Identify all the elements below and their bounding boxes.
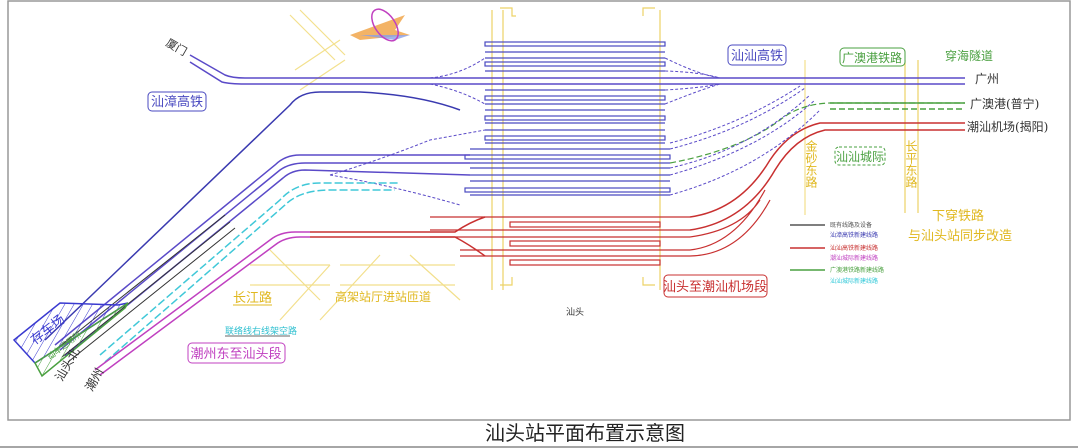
road-changping-east: 长平东路 <box>904 140 918 189</box>
destination-labels: 厦门 广州 广澳港(普宁) 潮汕机场(揭阳) 汕头北 潮州 汕头 <box>52 35 1048 393</box>
track-lines <box>44 54 965 376</box>
road-ramp: 高架站厅进站匝道 <box>335 289 431 304</box>
dest-chaozhou: 潮州 <box>82 365 107 393</box>
label-shanshan-intercity: 汕汕城际 <box>836 150 884 164</box>
road-jinsha-east: 金砂东路 <box>804 139 818 189</box>
label-chaozhou-shantou: 潮州东至汕头段 <box>190 347 281 362</box>
dest-guangaogang: 广澳港(普宁) <box>970 96 1039 111</box>
legend-item: 既有线路及设备 <box>830 221 872 229</box>
station-tracks <box>430 41 690 266</box>
dest-airport: 潮汕机场(揭阳) <box>967 119 1048 134</box>
underpass-line2: 与汕头站同步改造 <box>908 229 1012 244</box>
road-changjiang: 长江路 <box>233 290 272 306</box>
label-guangaogang: 广澳港铁路 <box>842 50 902 65</box>
storage-yard: 存车场 动车运用所 <box>12 302 129 378</box>
legend-item: 汕汕高铁新建线路 <box>830 244 878 252</box>
station-name: 汕头 <box>566 307 584 318</box>
legend-item: 汕漳高铁新建线路 <box>830 231 878 239</box>
railway-logo <box>350 8 410 42</box>
label-shantou-airport: 汕头至潮汕机场段 <box>663 280 767 295</box>
label-shanshan: 汕汕高铁 <box>731 48 783 64</box>
legend-item: 广澳港铁路新建线路 <box>830 266 884 274</box>
dest-xiamen: 厦门 <box>164 35 190 58</box>
legend-item: 潮汕城际新建线路 <box>830 254 878 262</box>
viaduct-label: 联络线右线架空路 <box>225 325 297 337</box>
underpass-line1: 下穿铁路 <box>932 208 984 224</box>
diagram-title: 汕头站平面布置示意图 <box>485 421 685 445</box>
diagram-frame <box>7 0 1071 421</box>
legend-item: 汕汕城际新建线路 <box>830 277 878 285</box>
line-labels: 汕漳高铁 汕汕高铁 广澳港铁路 汕汕城际 潮州东至汕头段 汕头至潮汕机场段 <box>147 44 906 364</box>
sea-tunnel: 穿海隧道 <box>945 48 993 63</box>
road-labels: 长江路 高架站厅进站匝道 穿海隧道 下穿铁路 与汕头站同步改造 联络线右线架空路… <box>225 48 1012 337</box>
label-shanzhang: 汕漳高铁 <box>151 94 203 110</box>
dest-guangzhou: 广州 <box>975 72 999 86</box>
legend: 既有线路及设备 汕漳高铁新建线路 汕汕高铁新建线路 潮汕城际新建线路 广澳港铁路… <box>790 221 884 285</box>
